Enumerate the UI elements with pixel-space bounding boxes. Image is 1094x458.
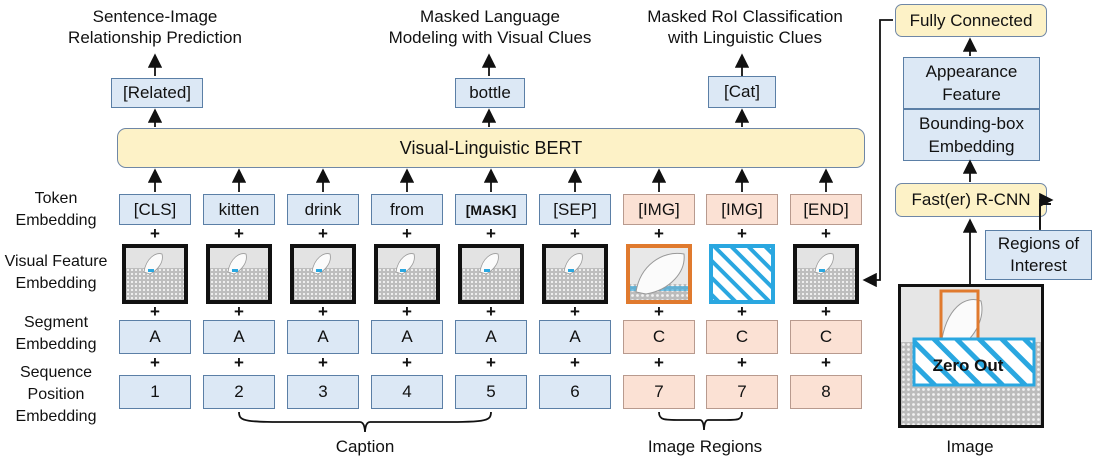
plus-sign: + [150, 353, 160, 372]
output-bottle: bottle [455, 78, 525, 108]
plus-sign: + [234, 224, 244, 243]
token-embedding: [MASK] [455, 194, 527, 225]
visual-feature-thumbnail [122, 244, 188, 304]
segment-embedding: A [203, 320, 275, 354]
plus-sign: + [234, 302, 244, 321]
image-label: Image [946, 437, 994, 456]
output-related: [Related] [111, 78, 203, 108]
token-embedding: [IMG] [706, 194, 778, 225]
plus-sign: + [570, 302, 580, 321]
segment-embedding: A [455, 320, 527, 354]
token-embedding: from [371, 194, 443, 225]
plus-sign: + [821, 302, 831, 321]
token-embedding: [SEP] [539, 194, 611, 225]
position-embedding: 1 [119, 375, 191, 409]
visual-feature-thumbnail [793, 244, 859, 304]
zero-out-label: Zero Out [932, 356, 1004, 375]
position-embedding: 6 [539, 375, 611, 409]
visual-feature-thumbnail [206, 244, 272, 304]
faster-rcnn-box: Fast(er) R-CNN [895, 183, 1047, 217]
plus-sign: + [654, 224, 664, 243]
position-embedding: 7 [623, 375, 695, 409]
segment-embedding: C [623, 320, 695, 354]
plus-sign: + [737, 224, 747, 243]
visual-linguistic-bert: Visual-Linguistic BERT [117, 128, 865, 168]
plus-sign: + [570, 224, 580, 243]
position-embedding: 5 [455, 375, 527, 409]
position-embedding: 7 [706, 375, 778, 409]
visual-feature-thumbnail [626, 244, 692, 304]
plus-sign: + [654, 302, 664, 321]
output-title-masked-language: Masked Language Modeling with Visual Clu… [388, 7, 592, 47]
caption-bracket [238, 411, 492, 433]
position-embedding: 8 [790, 375, 862, 409]
plus-sign: + [654, 353, 664, 372]
visual-feature-thumbnail [709, 244, 775, 304]
plus-sign: + [402, 224, 412, 243]
visual-feature-thumbnail [542, 244, 608, 304]
bbox-embedding-box: Bounding-box Embedding [903, 109, 1040, 161]
row-label-segment: Segment Embedding [15, 314, 97, 353]
fc-to-visual-arrow [862, 19, 893, 288]
roi-to-rcnn-arrow [1039, 192, 1054, 229]
plus-sign: + [318, 302, 328, 321]
regions-of-interest-box: Regions of Interest [985, 230, 1092, 280]
appearance-feature-box: Appearance Feature [903, 57, 1040, 109]
token-embedding: [IMG] [623, 194, 695, 225]
token-embedding: kitten [203, 194, 275, 225]
position-embedding: 2 [203, 375, 275, 409]
position-embedding: 4 [371, 375, 443, 409]
plus-sign: + [402, 302, 412, 321]
plus-sign: + [486, 353, 496, 372]
plus-sign: + [234, 353, 244, 372]
segment-embedding: A [539, 320, 611, 354]
input-image-art [901, 287, 1041, 425]
segment-embedding: A [119, 320, 191, 354]
plus-sign: + [318, 224, 328, 243]
row-label-visual: Visual Feature Embedding [4, 253, 108, 292]
plus-sign: + [150, 224, 160, 243]
token-embedding: [END] [790, 194, 862, 225]
plus-sign: + [486, 302, 496, 321]
position-embedding: 3 [287, 375, 359, 409]
fully-connected-box: Fully Connected [895, 4, 1047, 37]
output-title-relationship: Sentence-Image Relationship Prediction [68, 7, 242, 47]
visual-feature-thumbnail [290, 244, 356, 304]
segment-embedding: C [706, 320, 778, 354]
caption-label: Caption [335, 437, 395, 456]
visual-feature-thumbnail [374, 244, 440, 304]
visual-feature-thumbnail [458, 244, 524, 304]
output-title-masked-roi: Masked RoI Classification with Linguisti… [647, 7, 843, 47]
input-image [898, 284, 1044, 428]
plus-sign: + [737, 302, 747, 321]
segment-embedding: A [371, 320, 443, 354]
token-embedding: [CLS] [119, 194, 191, 225]
plus-sign: + [821, 353, 831, 372]
plus-sign: + [402, 353, 412, 372]
plus-sign: + [486, 224, 496, 243]
output-cat: [Cat] [708, 76, 776, 108]
segment-embedding: A [287, 320, 359, 354]
plus-sign: + [150, 302, 160, 321]
plus-sign: + [318, 353, 328, 372]
row-label-token: Token Embedding [15, 190, 97, 229]
plus-sign: + [570, 353, 580, 372]
token-embedding: drink [287, 194, 359, 225]
image-regions-label: Image Regions [647, 437, 763, 456]
segment-embedding: C [790, 320, 862, 354]
plus-sign: + [737, 353, 747, 372]
regions-bracket [658, 411, 743, 431]
row-label-position: Sequence Position Embedding [15, 364, 97, 425]
plus-sign: + [821, 224, 831, 243]
